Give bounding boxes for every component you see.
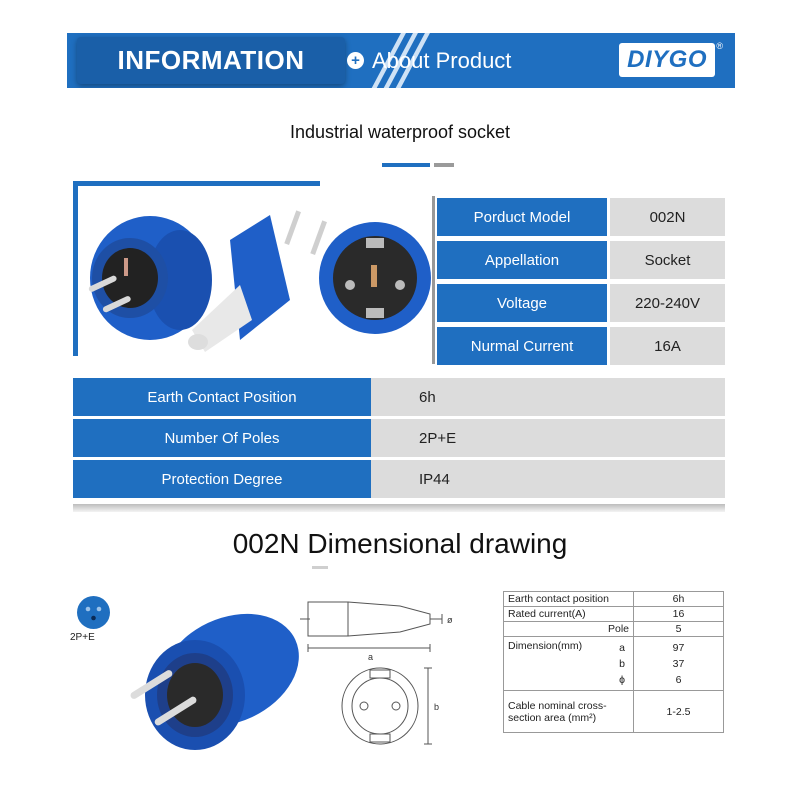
dim-key: Dimension(mm) a b ϕ xyxy=(503,636,634,691)
table-row: Earth contact position 6h xyxy=(503,591,724,607)
feature-value: 6h xyxy=(371,378,725,416)
feature-key: Earth Contact Position xyxy=(73,378,371,416)
plug-face-view xyxy=(319,222,431,334)
dimension-table: Earth contact position 6h Rated current(… xyxy=(503,591,724,733)
title-underline xyxy=(312,566,328,569)
header-banner: INFORMATION + About Product DIYGO ® xyxy=(67,33,735,88)
dim-value-phi: 6 xyxy=(675,673,682,686)
information-tag: INFORMATION xyxy=(77,37,345,84)
feature-key: Number Of Poles xyxy=(73,419,371,457)
about-product-label: About Product xyxy=(372,47,512,73)
dim-sub-b: b xyxy=(619,657,625,670)
dim-label-phi: ø xyxy=(447,615,453,625)
feature-value: 2P+E xyxy=(371,419,725,457)
spec-row-appellation: Appellation Socket xyxy=(437,241,725,279)
spec-key: Voltage xyxy=(437,284,607,322)
table-divider xyxy=(432,196,435,364)
spec-value: 220-240V xyxy=(610,284,725,322)
section-divider xyxy=(73,504,725,512)
dim-value: 5 xyxy=(633,621,724,637)
table-row: Cable nominal cross-section area (mm²) 1… xyxy=(503,690,724,733)
plus-icon: + xyxy=(347,52,364,69)
dimension-drawing: a b ø xyxy=(300,601,453,745)
spec-key: Appellation xyxy=(437,241,607,279)
about-product[interactable]: + About Product xyxy=(347,33,511,88)
spec-row-model: Porduct Model 002N xyxy=(437,198,725,236)
product-photo xyxy=(88,210,431,352)
pole-diagram-icon xyxy=(77,596,110,629)
drawing-title: 002N Dimensional drawing xyxy=(232,528,568,559)
dim-value: 6h xyxy=(633,591,724,607)
plug-side-view xyxy=(188,210,327,352)
dim-key: Pole xyxy=(503,621,634,637)
dim-value-a: 97 xyxy=(672,641,685,654)
dim-label-b: b xyxy=(434,702,439,712)
table-row: Rated current(A) 16 xyxy=(503,606,724,622)
feature-row-poles: Number Of Poles 2P+E xyxy=(73,419,725,457)
product-subtitle: Industrial waterproof socket xyxy=(289,122,511,142)
spec-value: 002N xyxy=(610,198,725,236)
spec-value: Socket xyxy=(610,241,725,279)
spec-key: Porduct Model xyxy=(437,198,607,236)
feature-value: IP44 xyxy=(371,460,725,498)
dim-sub-a: a xyxy=(619,641,625,654)
subtitle-bar-grey xyxy=(434,163,454,167)
feature-row-earth: Earth Contact Position 6h xyxy=(73,378,725,416)
dim-value-b: 37 xyxy=(672,657,685,670)
table-row: Pole 5 xyxy=(503,621,724,637)
plug-detail-photo xyxy=(130,613,299,750)
dim-key: Cable nominal cross-section area (mm²) xyxy=(503,690,634,733)
brand-logo: DIYGO xyxy=(619,43,715,77)
feature-key: Protection Degree xyxy=(73,460,371,498)
dim-value: 16 xyxy=(633,606,724,622)
dim-label-a: a xyxy=(368,652,373,662)
dim-key: Earth contact position xyxy=(503,591,634,607)
table-row: Dimension(mm) a b ϕ 97 37 6 xyxy=(503,636,724,691)
registered-mark: ® xyxy=(716,41,723,51)
feature-row-protection: Protection Degree IP44 xyxy=(73,460,725,498)
spec-key: Nurmal Current xyxy=(437,327,607,365)
spec-row-current: Nurmal Current 16A xyxy=(437,327,725,365)
subtitle-bar xyxy=(382,163,430,167)
spec-row-voltage: Voltage 220-240V xyxy=(437,284,725,322)
dimension-label: Dimension(mm) xyxy=(508,639,583,652)
spec-table: Porduct Model 002N Appellation Socket Vo… xyxy=(437,198,725,370)
plug-front-view xyxy=(88,216,212,340)
spec-value: 16A xyxy=(610,327,725,365)
pole-label: 2P+E xyxy=(70,632,95,643)
feature-table: Earth Contact Position 6h Number Of Pole… xyxy=(73,378,725,501)
photo-frame xyxy=(73,181,78,356)
dim-value: 1-2.5 xyxy=(633,690,724,733)
dim-value: 97 37 6 xyxy=(633,636,724,691)
dim-key: Rated current(A) xyxy=(503,606,634,622)
photo-frame xyxy=(73,181,320,186)
dim-sub-phi: ϕ xyxy=(619,673,625,686)
